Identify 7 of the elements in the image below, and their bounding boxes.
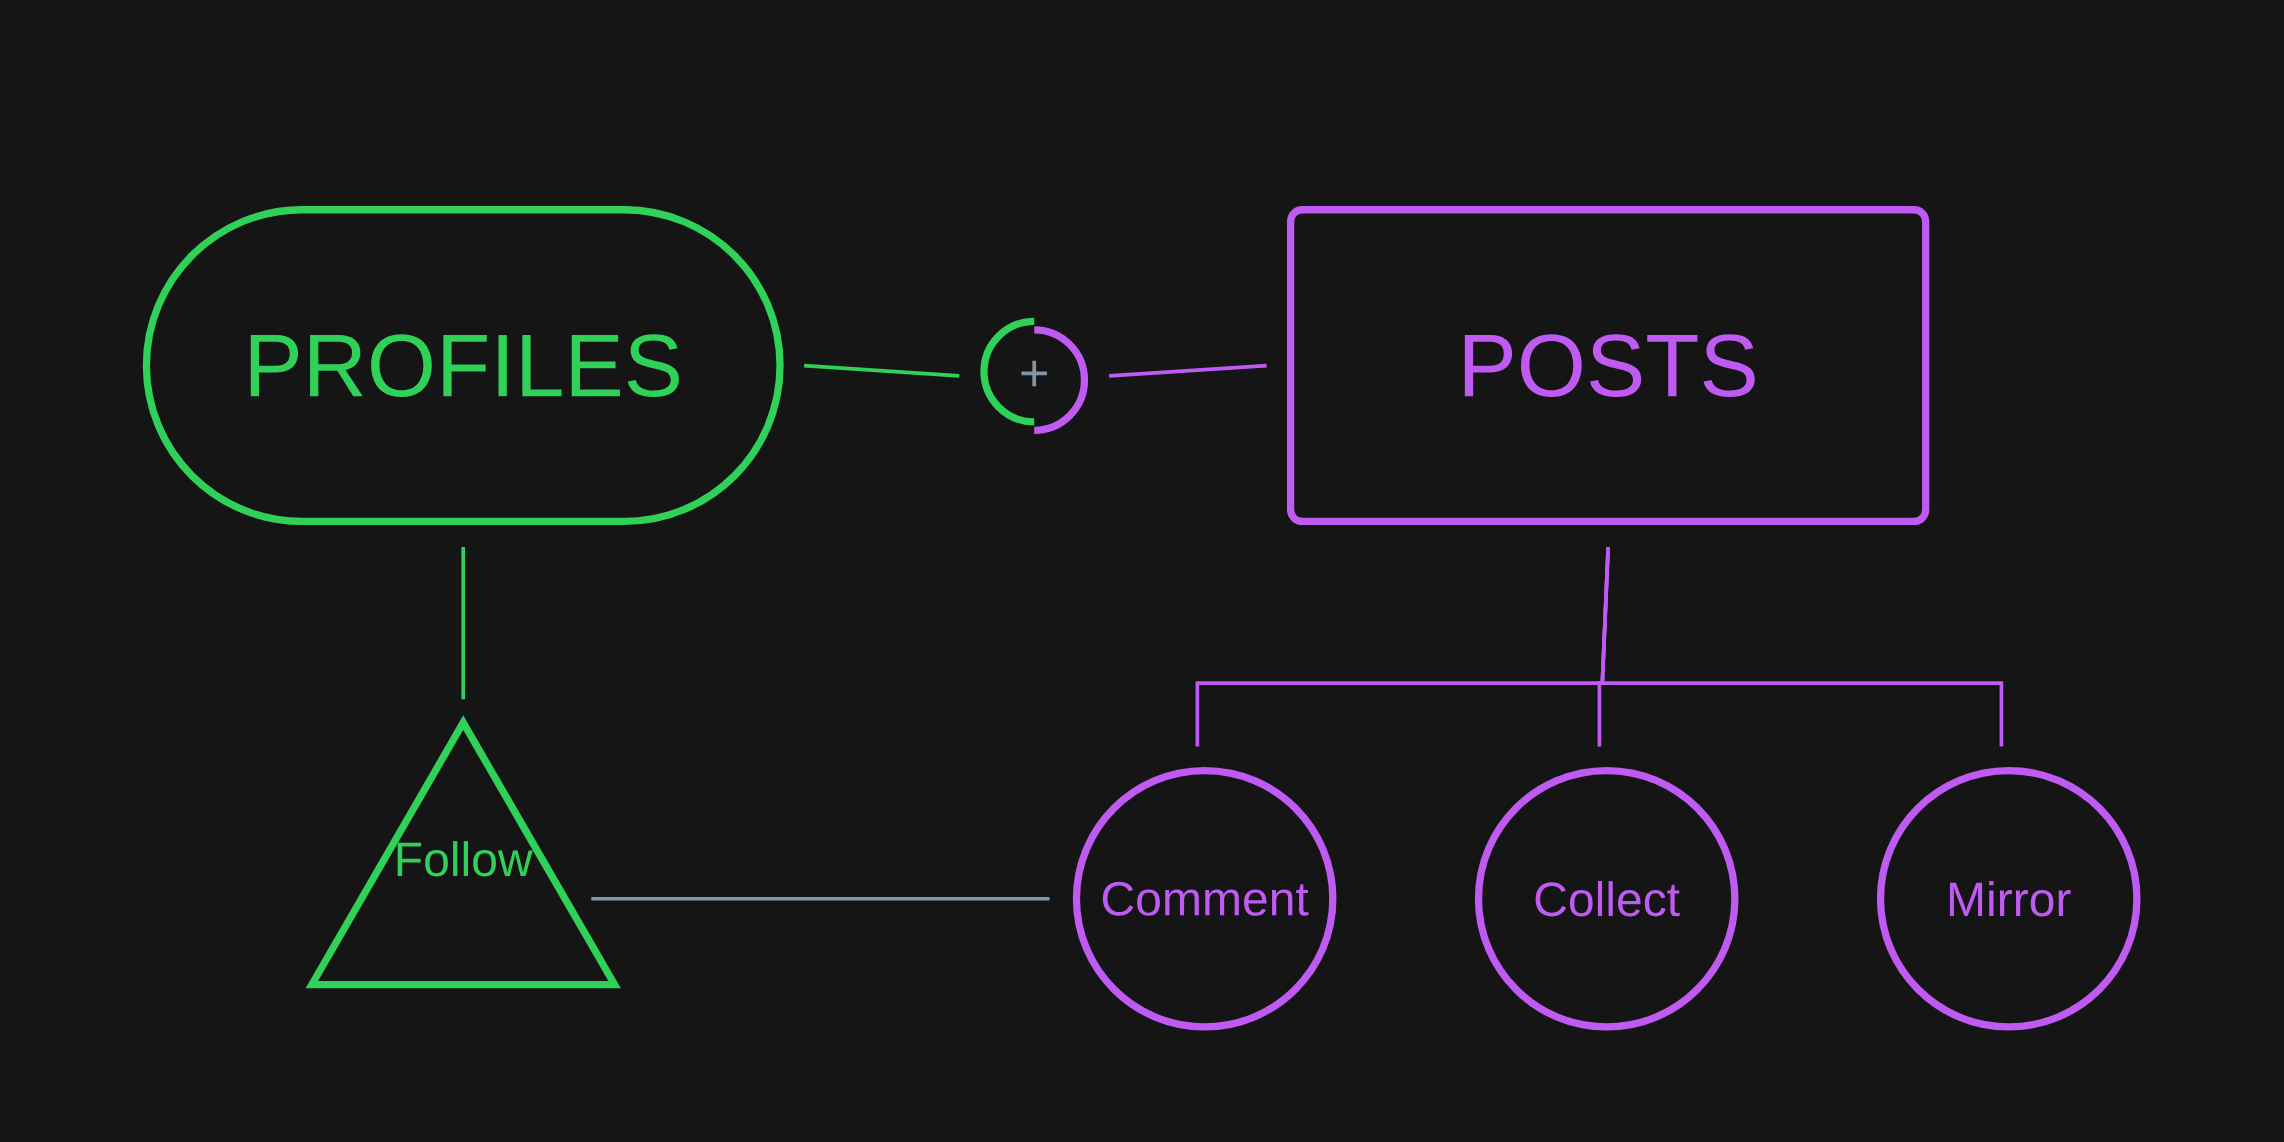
connector-line xyxy=(1600,546,2004,747)
connector-line xyxy=(461,546,466,700)
connector-line xyxy=(1108,363,1267,378)
profile-pill: PROFILES xyxy=(142,206,784,526)
post-box: POSTS xyxy=(1286,206,1930,526)
connector-line xyxy=(591,896,1050,901)
connector-line xyxy=(803,363,960,378)
